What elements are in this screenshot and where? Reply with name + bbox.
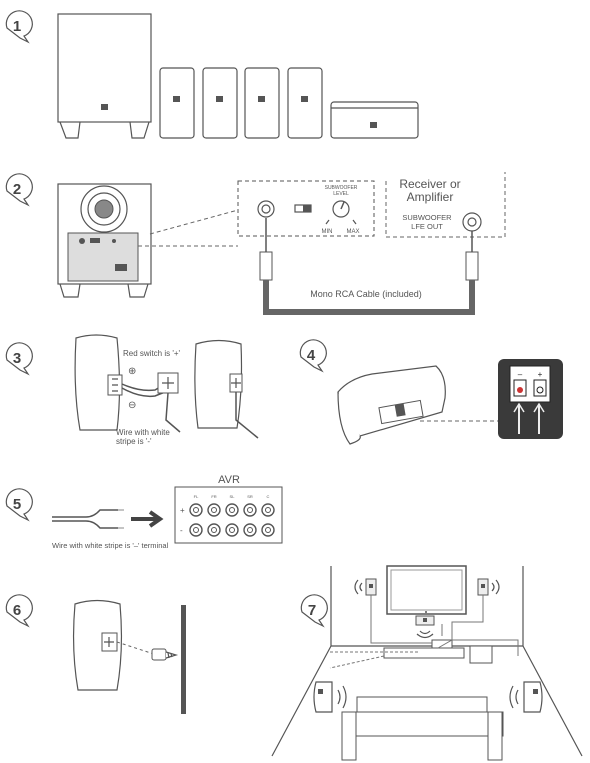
step-badge-4: 4 [299,339,327,373]
avr-label: AVR [218,474,240,486]
mono-rca-cable: Mono RCA Cable (included) [259,218,479,315]
step-badge-2: 2 [5,173,33,207]
svg-text:6: 6 [13,602,21,619]
svg-text:SL: SL [230,494,236,499]
svg-text:SR: SR [247,494,253,499]
front-right-speaker [477,578,500,596]
center-speaker-angled [337,365,446,445]
wire-terminal-note: Wire with white stripe is '–' terminal [52,541,169,550]
tv [386,565,467,615]
subwoofer-front [57,13,152,139]
svg-text:–: – [518,370,523,379]
subwoofer-panel-zoom: SUBWOOFER LEVEL MIN MAX [237,180,375,237]
speaker-wire-3: ⊕ ⊖ [121,366,181,433]
stripped-speaker-wire [52,509,124,529]
svg-text:Amplifier: Amplifier [407,190,454,204]
terminal-zoom-inset: – + [498,359,563,439]
svg-text:7: 7 [308,602,316,619]
arrow-right [131,510,164,528]
satellite-speaker-2 [202,67,238,139]
svg-text:SUBWOOFER: SUBWOOFER [402,213,452,222]
svg-text:C: C [267,494,270,499]
receiver-box: Receiver or Amplifier SUBWOOFER LFE OUT [385,172,506,238]
svg-text:4: 4 [307,347,316,364]
subwoofer-rear [57,183,152,298]
svg-text:⊕: ⊕ [128,366,136,377]
svg-text:LEVEL: LEVEL [333,191,349,197]
front-left-speaker [354,578,377,596]
svg-text:5: 5 [13,496,21,513]
white-stripe-note-line2: stripe is '-' [116,437,152,446]
surround-left-speaker [313,681,347,713]
zoom-dashed-lines [138,209,239,247]
step-badge-7: 7 [300,594,328,628]
satellite-mount-view [72,599,123,691]
svg-text:+: + [180,506,185,515]
svg-text:MIN: MIN [322,229,333,235]
svg-text:3: 3 [13,350,21,367]
mounting-screw [151,648,179,661]
svg-text:FL: FL [194,494,199,499]
satellite-rear-view [194,339,259,439]
svg-text:⊖: ⊖ [128,400,136,411]
step-badge-6: 6 [5,594,33,628]
satellite-speaker-3 [244,67,280,139]
svg-text:MAX: MAX [346,229,359,235]
step-badge-1: 1 [5,10,33,44]
svg-text:2: 2 [13,181,21,198]
svg-text:SUBWOOFER: SUBWOOFER [325,185,358,191]
satellite-speaker-1 [159,67,195,139]
center-speaker-room [415,615,435,639]
satellite-speaker-4 [287,67,323,139]
svg-text:1: 1 [13,18,21,35]
surround-right-speaker [509,681,543,713]
svg-text:FR: FR [211,494,216,499]
svg-text:LFE OUT: LFE OUT [411,222,443,231]
sofa [341,696,504,761]
svg-text:-: - [180,526,183,535]
red-switch-note: Red switch is '+' [123,349,181,358]
step-badge-5: 5 [5,488,33,522]
avr-channel-labels: FL FR SL SR C [194,494,270,499]
white-stripe-note-line1: Wire with white [116,428,170,437]
wall-section [181,605,186,714]
avr-terminal-panel: + - FL FR SL SR C [174,486,283,544]
av-cabinet [383,639,493,664]
svg-text:Mono RCA Cable (included): Mono RCA Cable (included) [310,289,422,299]
center-speaker [330,101,419,139]
speaker-wiring-room [329,595,519,669]
step-badge-3: 3 [5,342,33,376]
satellite-side-view [74,334,123,431]
svg-text:+: + [538,370,543,379]
svg-text:Receiver or: Receiver or [399,177,460,191]
